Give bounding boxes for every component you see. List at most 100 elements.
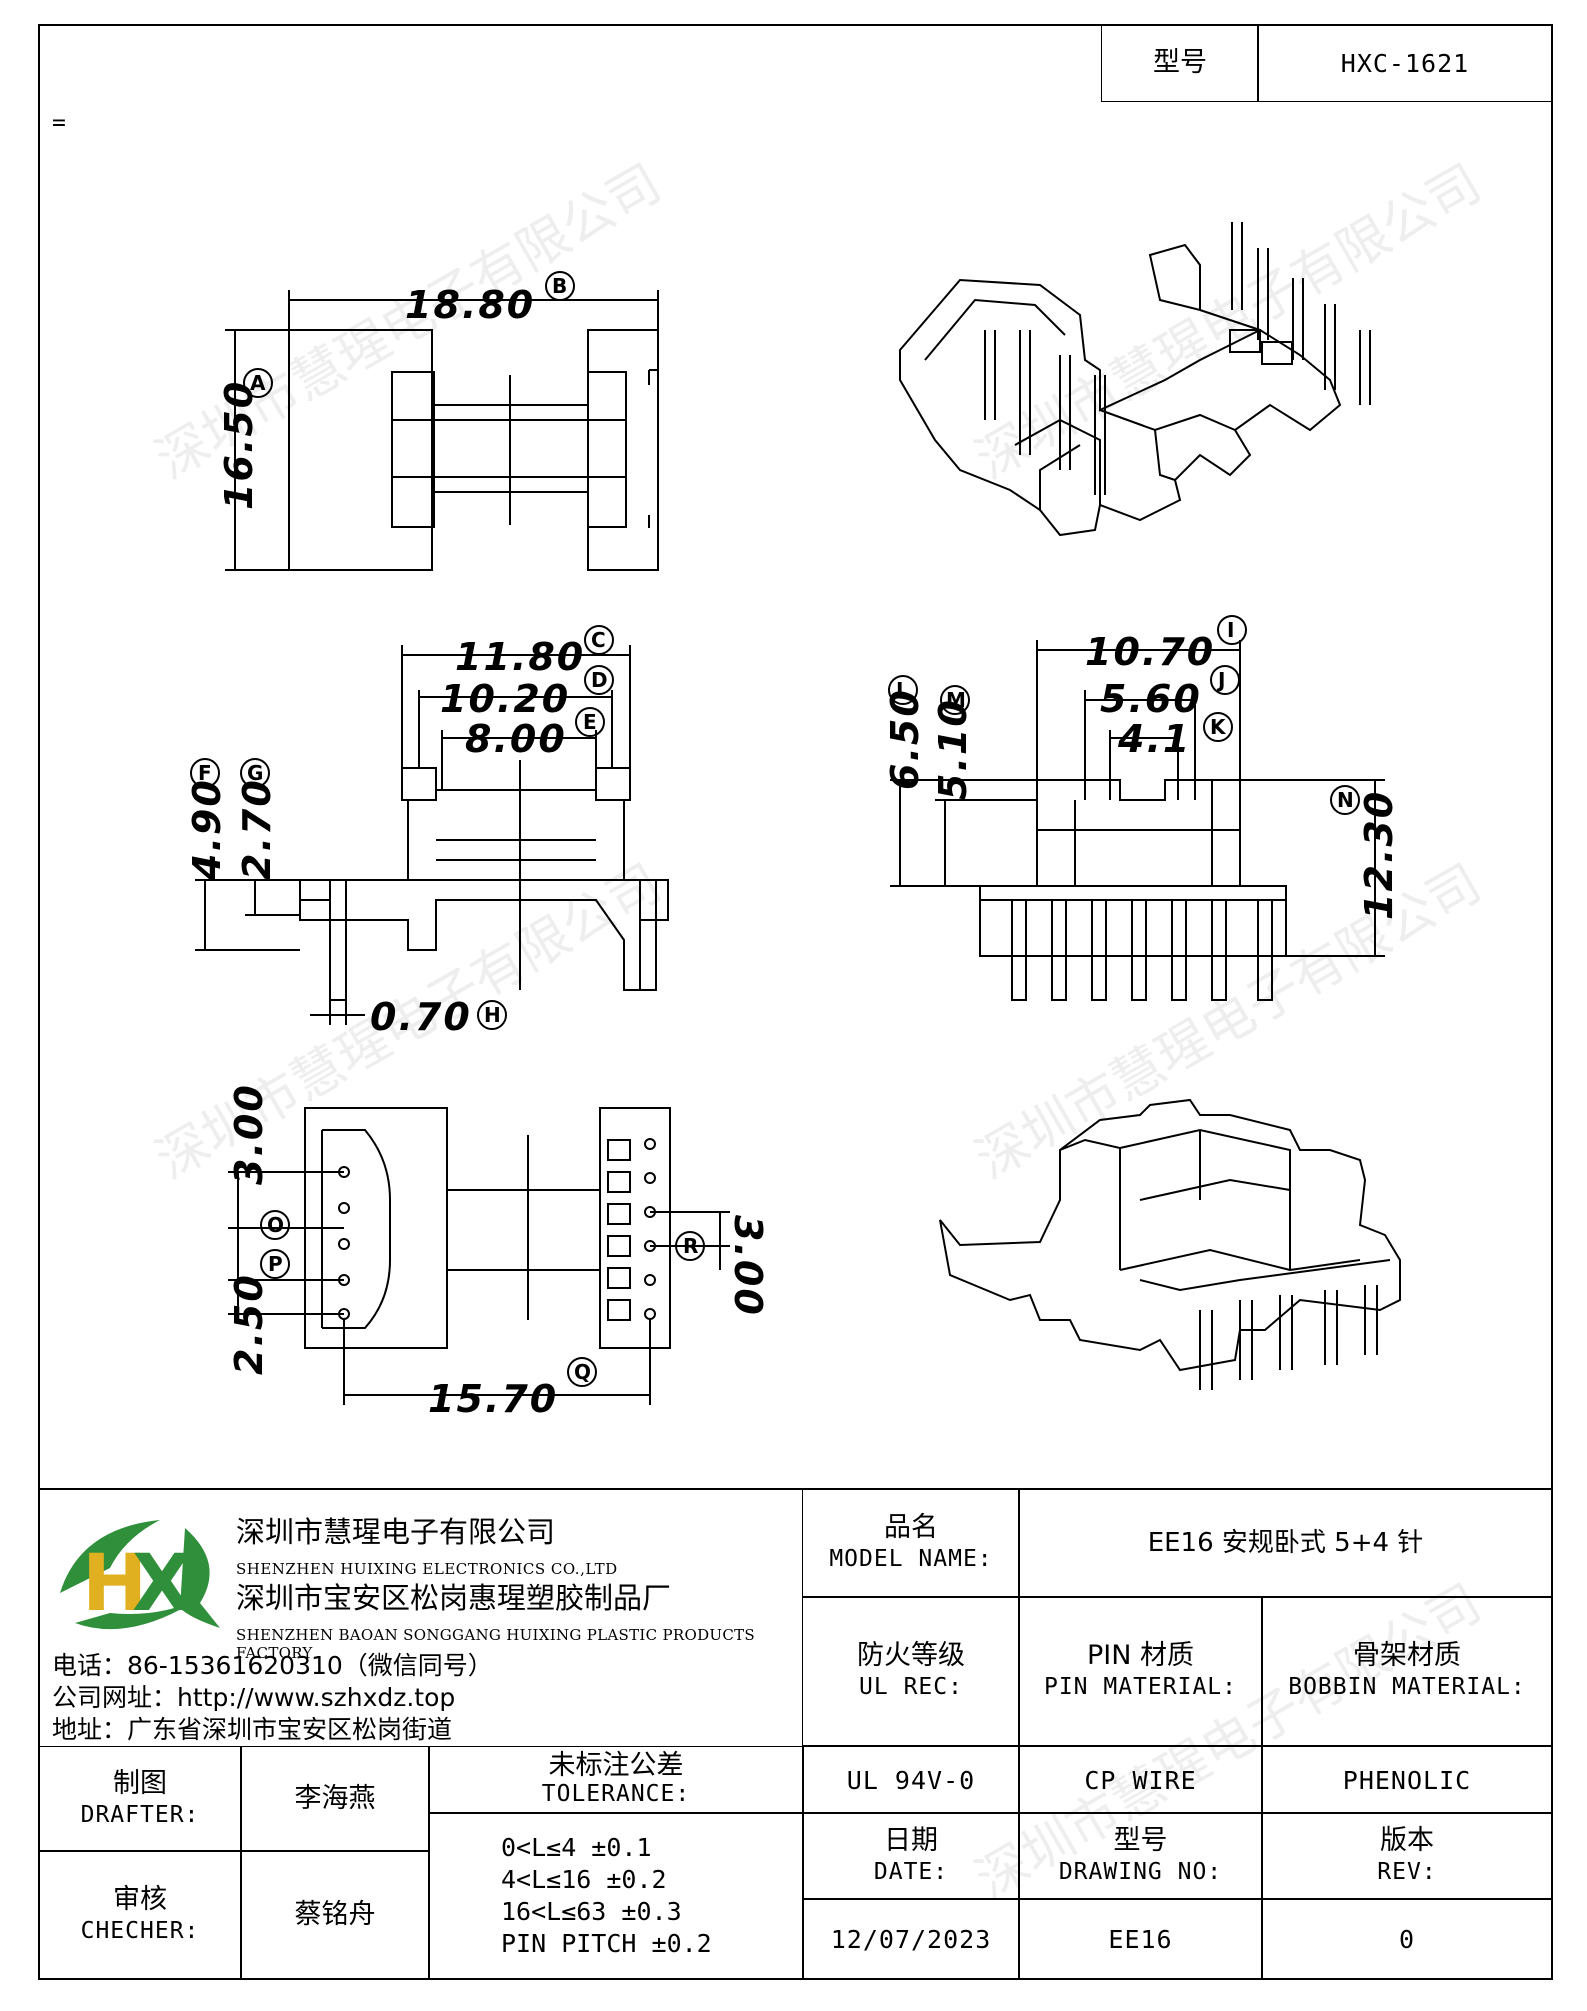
header-model-label: 型号 [1153, 47, 1207, 78]
header-mark: = [52, 110, 67, 136]
dim-bottom-p2: 2.50 [227, 1273, 271, 1375]
dim-ref-k: K [1210, 715, 1227, 739]
dim-ref-n: N [1337, 788, 1354, 812]
date-label-cn: 日期 [884, 1825, 938, 1856]
dim-ref-g: G [247, 761, 263, 785]
header-model-label-cell: 型号 [1101, 24, 1259, 102]
rev-label-cn: 版本 [1380, 1825, 1434, 1856]
side-view [195, 645, 669, 1025]
model-name-label-cell: 品名 MODEL NAME: [802, 1488, 1020, 1598]
isometric-view-bottom [939, 1098, 1401, 1390]
dim-ref-l: L [896, 678, 909, 702]
checker-label-en: CHECHER: [80, 1918, 200, 1944]
dim-front-w3: 4.1 [1117, 717, 1191, 761]
pin-material-label-cn: PIN 材质 [1086, 1640, 1195, 1671]
dim-ref-j: J [1216, 668, 1225, 692]
drafter-label-cn: 制图 [113, 1768, 167, 1799]
pin-material-value-cell: CP WIRE [1018, 1746, 1263, 1814]
company-phone: 电话：86-15361620310（微信同号） [52, 1651, 493, 1680]
dim-ref-circle-j [1210, 665, 1240, 695]
dim-ref-h: H [484, 1003, 501, 1027]
ul-value: UL 94V-0 [846, 1765, 976, 1795]
dim-ref-f: F [198, 761, 212, 785]
date-label-cell: 日期 DATE: [802, 1812, 1020, 1900]
dim-ref-q: Q [574, 1360, 591, 1384]
company-name-cn: 深圳市慧瑆电子有限公司 [236, 1515, 556, 1549]
dim-ref-circle-f [190, 758, 220, 788]
bobbin-material-label-cn: 骨架材质 [1353, 1640, 1461, 1671]
front-view [890, 640, 1385, 1001]
dim-ref-circle-k [1203, 712, 1233, 742]
date-value: 12/07/2023 [830, 1924, 992, 1954]
checker-value: 蔡铭舟 [294, 1899, 376, 1930]
date-value-cell: 12/07/2023 [802, 1898, 1020, 1980]
dim-top-width: 18.80 [405, 283, 535, 327]
tolerance-label-cn: 未标注公差 [548, 1750, 684, 1781]
bobbin-material-label-cell: 骨架材质 BOBBIN MATERIAL: [1261, 1596, 1553, 1746]
drawing-no-label-cn: 型号 [1113, 1825, 1168, 1856]
checker-label-cn: 审核 [113, 1884, 167, 1915]
dim-ref-c: C [591, 628, 606, 652]
top-view [225, 290, 659, 571]
tolerance-label-cell: 未标注公差 TOLERANCE: [428, 1746, 804, 1814]
pin-material-label-en: PIN MATERIAL: [1043, 1674, 1237, 1700]
drawing-no-label-cell: 型号 DRAWING NO: [1018, 1812, 1263, 1900]
company-name-en: SHENZHEN HUIXING ELECTRONICS CO.,LTD [236, 1560, 618, 1578]
company-website[interactable]: 公司网址：http://www.szhxdz.top [52, 1683, 456, 1712]
dim-ref-circle-a [243, 368, 273, 398]
tolerance-line: 0<L≤4 ±0.1 [501, 1833, 652, 1862]
rev-label-cell: 版本 REV: [1261, 1812, 1553, 1900]
bobbin-material-label-en: BOBBIN MATERIAL: [1288, 1674, 1526, 1700]
header-model-value: HXC-1621 [1340, 48, 1470, 78]
dim-ref-circle-o [260, 1210, 290, 1240]
dim-ref-r: R [683, 1234, 698, 1258]
dim-side-pin: 0.70 [370, 995, 472, 1039]
ul-value-cell: UL 94V-0 [802, 1746, 1020, 1814]
ul-label-en: UL REC: [859, 1674, 963, 1700]
dim-ref-circle-n [1330, 785, 1360, 815]
dim-front-w1: 10.70 [1085, 630, 1215, 674]
model-name-value: EE16 安规卧式 5+4 针 [1147, 1528, 1424, 1558]
factory-name-cn: 深圳市宝安区松岗惠瑆塑胶制品厂 [236, 1581, 672, 1615]
pin-material-value: CP WIRE [1084, 1765, 1197, 1795]
dim-ref-b: B [552, 274, 567, 298]
tolerance-label-en: TOLERANCE: [541, 1781, 691, 1807]
bobbin-material-value-cell: PHENOLIC [1261, 1746, 1553, 1814]
dim-side-d3: 8.00 [465, 717, 567, 761]
rev-value: 0 [1398, 1924, 1416, 1954]
logo-h: H [82, 1539, 147, 1629]
ul-label-cell: 防火等级 UL REC: [802, 1596, 1020, 1746]
dim-front-h2: 5.10 [931, 698, 975, 800]
dim-front-w2: 5.60 [1100, 677, 1202, 721]
tolerance-line: PIN PITCH ±0.2 [501, 1929, 712, 1958]
factory-name-en: SHENZHEN BAOAN SONGGANG HUIXING PLASTIC … [236, 1626, 756, 1662]
dim-ref-circle-l [888, 675, 918, 705]
dim-ref-circle-d [584, 665, 614, 695]
isometric-view-top [899, 222, 1371, 537]
drafter-label-cell: 制图 DRAFTER: [38, 1746, 242, 1852]
dim-side-h1: 4.90 [185, 778, 229, 881]
model-name-label-en: MODEL NAME: [829, 1546, 993, 1572]
dim-ref-a: A [250, 371, 266, 395]
company-block: H X 深圳市慧瑆电子有限公司 SHENZHEN HUIXING ELECTRO… [38, 1488, 804, 1750]
rev-value-cell: 0 [1261, 1898, 1553, 1980]
dim-ref-m: M [946, 688, 966, 712]
dim-ref-circle-c [584, 625, 614, 655]
dim-ref-circle-r [675, 1231, 705, 1261]
checker-value-cell: 蔡铭舟 [240, 1850, 430, 1980]
dim-ref-circle-p [260, 1249, 290, 1279]
rev-label-en: REV: [1377, 1859, 1437, 1885]
dim-ref-circle-h [477, 1000, 507, 1030]
header-model-value-cell: HXC-1621 [1257, 24, 1553, 102]
dim-side-h2: 2.70 [235, 778, 279, 880]
dim-ref-circle-e [575, 707, 605, 737]
company-address: 地址：广东省深圳市宝安区松岗街道 [52, 1715, 453, 1744]
title-block-top-border [38, 1488, 1553, 1490]
dim-ref-o: O [267, 1213, 284, 1237]
bottom-view [228, 1107, 730, 1405]
tolerance-line: 16<L≤63 ±0.3 [501, 1897, 682, 1926]
drafter-value: 李海燕 [294, 1783, 376, 1814]
model-name-value-cell: EE16 安规卧式 5+4 针 [1018, 1488, 1553, 1598]
bobbin-material-value: PHENOLIC [1342, 1765, 1472, 1795]
drawing-no-label-en: DRAWING NO: [1058, 1859, 1223, 1885]
